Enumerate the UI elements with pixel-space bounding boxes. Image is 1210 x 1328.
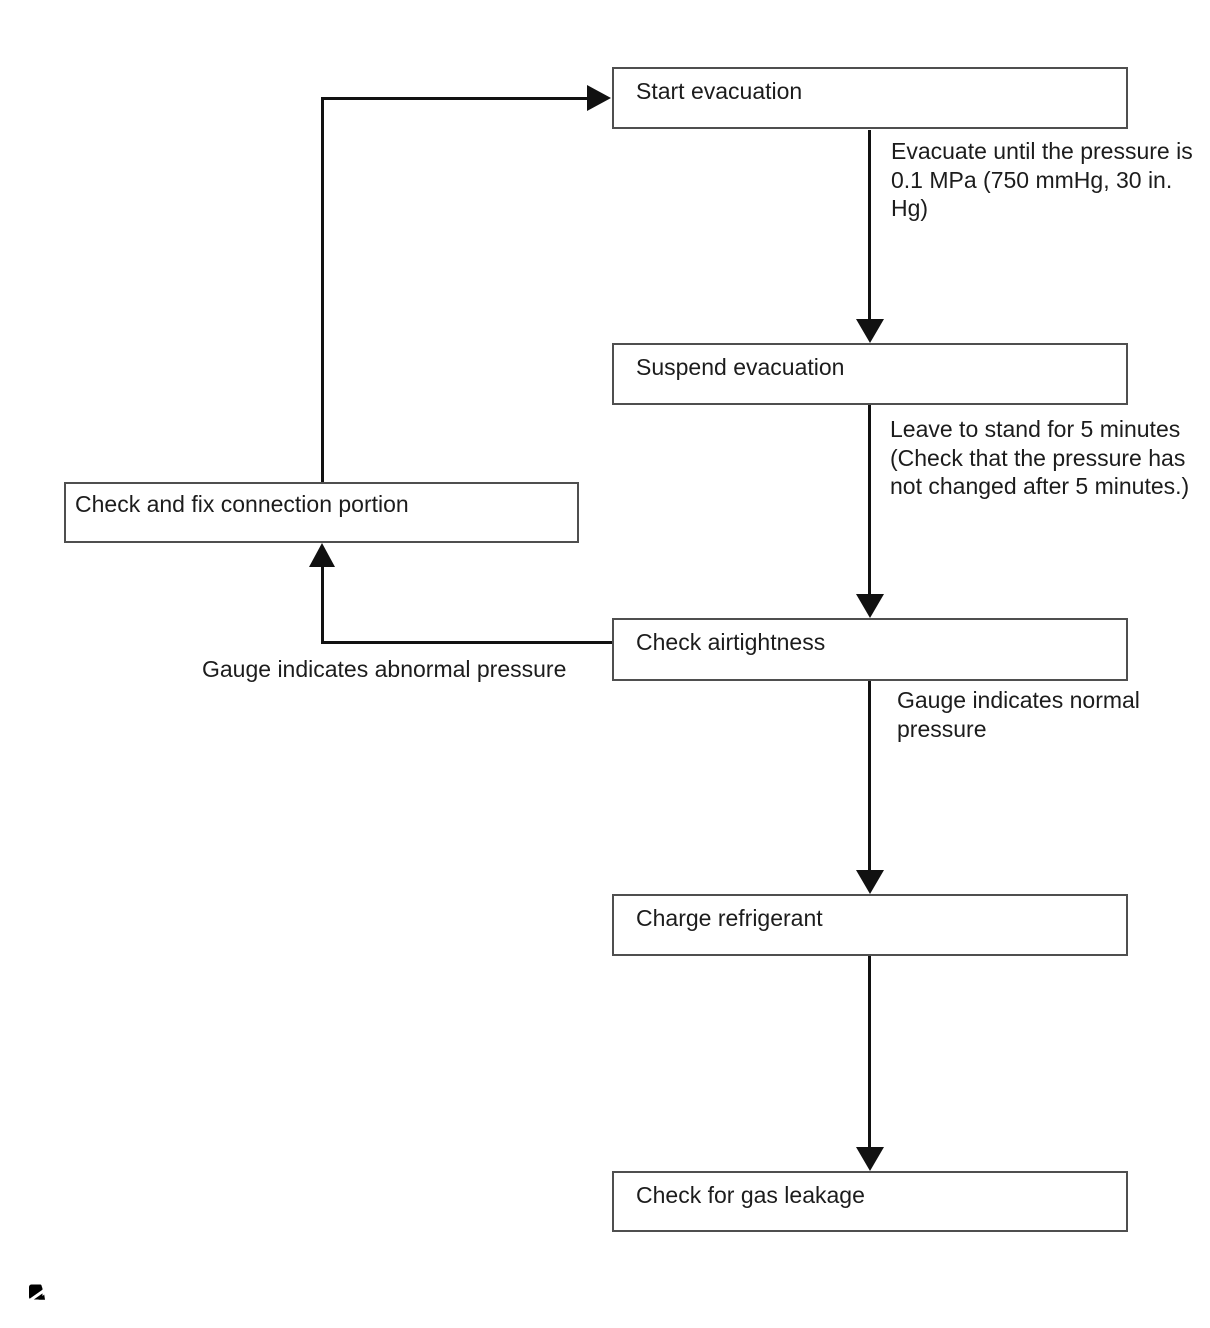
flow-box-charge-refrigerant: Charge refrigerant: [612, 894, 1128, 956]
arrow-down-icon: [856, 594, 884, 618]
flow-box-label: Check airtightness: [636, 629, 826, 655]
edge-label-line: (Check that the pressure has: [890, 444, 1186, 471]
flow-box-check-airtightness: Check airtightness: [612, 618, 1128, 681]
edge-label-line: not changed after 5 minutes.): [890, 473, 1190, 499]
connector-start-to-suspend: [868, 130, 871, 322]
arrow-down-icon: [856, 870, 884, 894]
edge-label-line: pressure: [897, 715, 987, 742]
flow-box-check-fix-connection: Check and fix connection portion: [64, 482, 579, 543]
flow-box-suspend-evacuation: Suspend evacuation: [612, 343, 1128, 405]
flow-box-label: Suspend evacuation: [636, 354, 845, 380]
connector-airtightness-to-fix-vertical: [321, 565, 324, 644]
edge-label-line: Hg): [891, 195, 929, 221]
arrow-right-icon: [587, 85, 611, 111]
edge-label-line: 0.1 MPa (750 mmHg, 30 in.: [891, 166, 1173, 193]
edge-label-gauge-normal: Gauge indicates normal pressure: [897, 686, 1140, 743]
edge-label-line: Leave to stand for 5 minutes: [890, 416, 1181, 442]
flow-box-label: Check for gas leakage: [636, 1182, 865, 1208]
edge-label-line: Gauge indicates abnormal pressure: [202, 656, 567, 682]
flow-box-start-evacuation: Start evacuation: [612, 67, 1128, 129]
edge-label-evacuate-until: Evacuate until the pressure is 0.1 MPa (…: [891, 137, 1193, 223]
edge-label-leave-to-stand: Leave to stand for 5 minutes (Check that…: [890, 415, 1189, 501]
arrow-down-icon: [856, 319, 884, 343]
arrow-down-icon: [856, 1147, 884, 1171]
flow-box-check-gas-leakage: Check for gas leakage: [612, 1171, 1128, 1232]
edge-label-line: Gauge indicates normal: [897, 687, 1140, 713]
connector-airtightness-to-charge: [868, 681, 871, 873]
edge-label-gauge-abnormal: Gauge indicates abnormal pressure: [202, 655, 566, 684]
connector-fix-to-start-vertical: [321, 97, 324, 482]
flow-box-label: Check and fix connection portion: [75, 491, 409, 517]
edge-label-line: Evacuate until the pressure is: [891, 138, 1193, 164]
connector-fix-to-start-horizontal: [321, 97, 589, 100]
connector-airtightness-to-fix-horizontal: [321, 641, 613, 644]
flow-box-label: Charge refrigerant: [636, 905, 823, 931]
flow-box-label: Start evacuation: [636, 78, 803, 104]
arrow-up-icon: [309, 543, 335, 567]
connector-suspend-to-airtightness: [868, 404, 871, 596]
image-placeholder-icon: [29, 1284, 45, 1300]
connector-charge-to-gasleak: [868, 956, 871, 1148]
